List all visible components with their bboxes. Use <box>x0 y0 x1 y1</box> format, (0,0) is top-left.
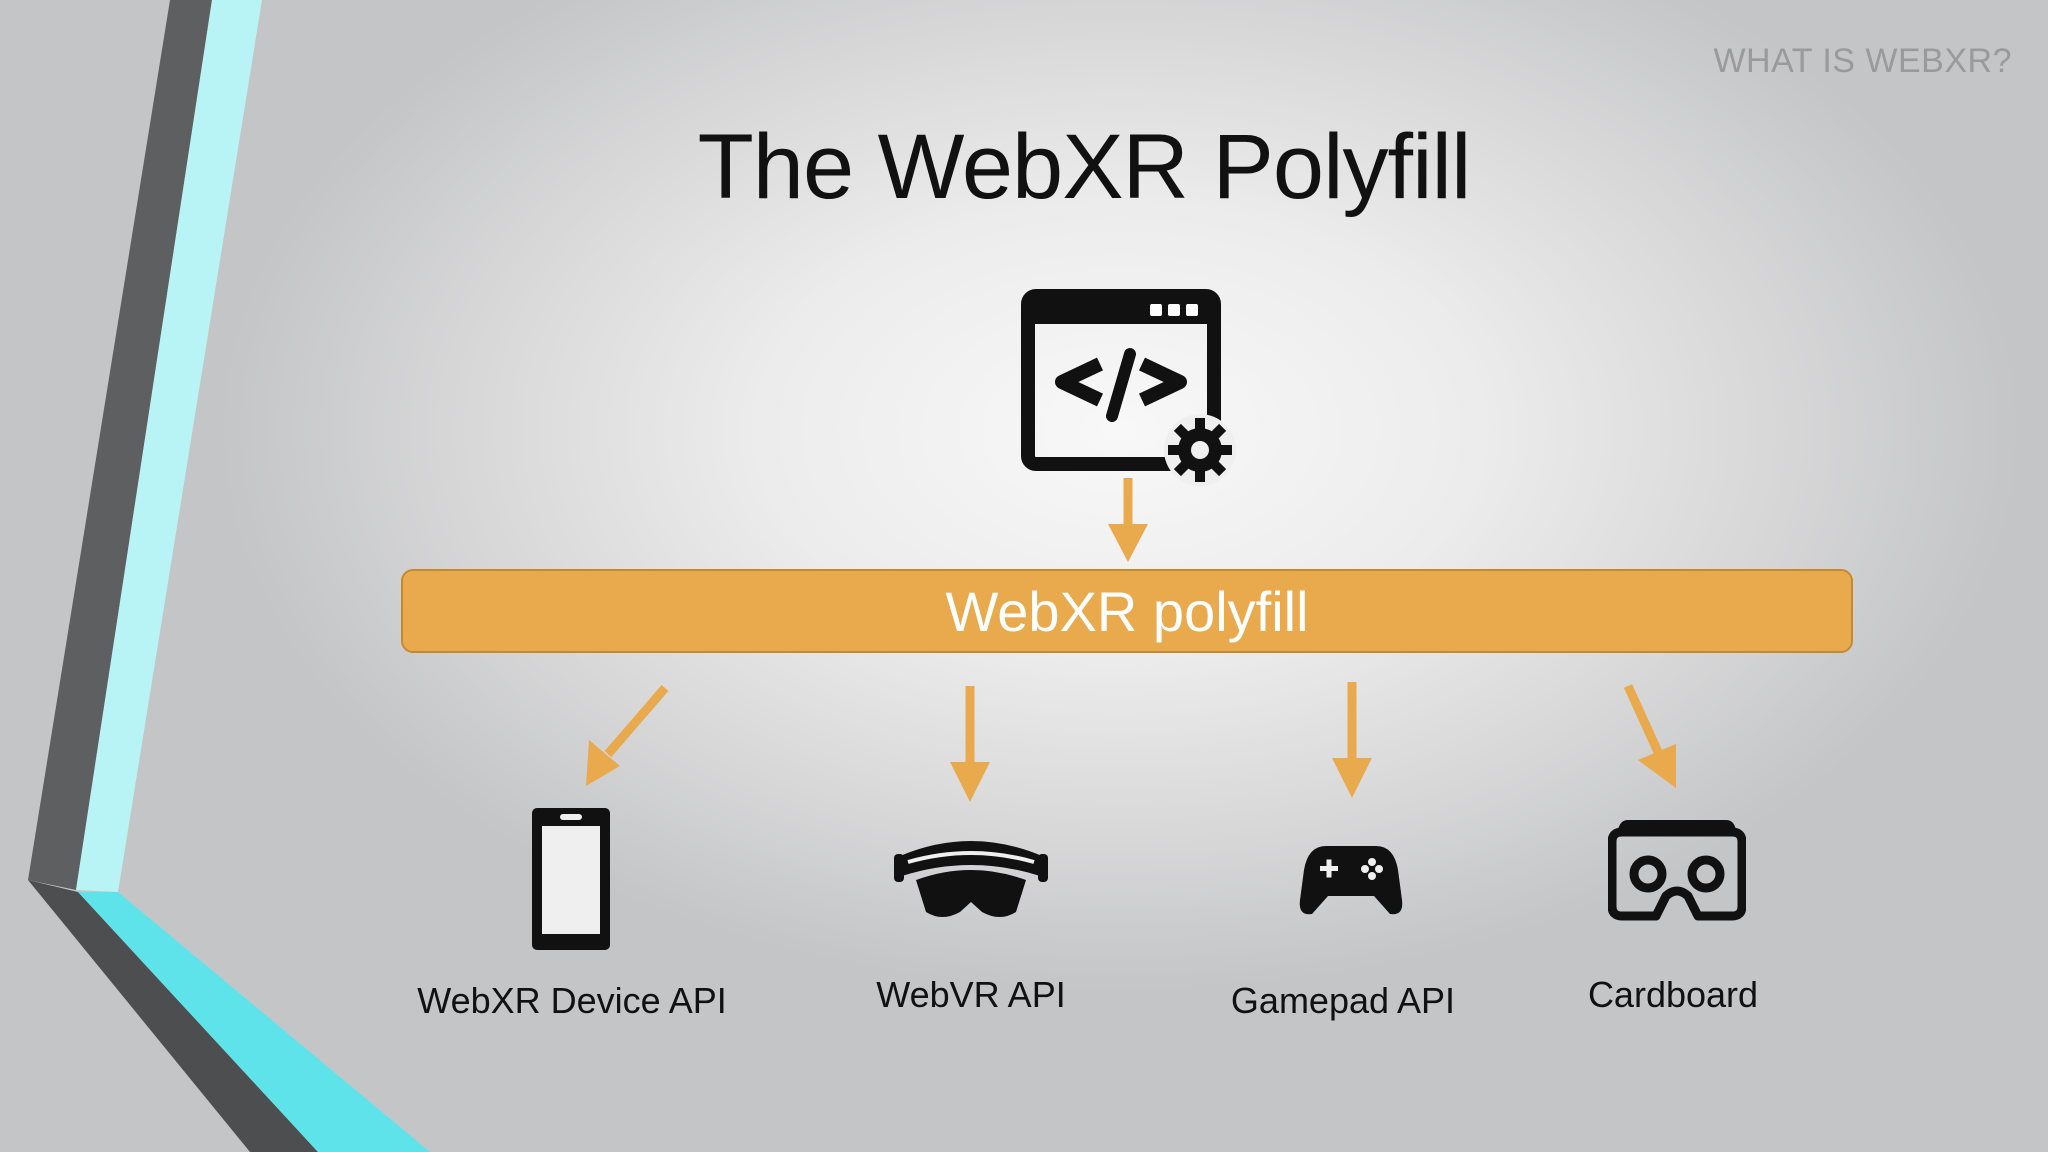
stripe-dark-gray <box>28 0 212 890</box>
stripe-diagonal-dark <box>28 880 318 1152</box>
slide-title: The WebXR Polyfill <box>697 116 1472 218</box>
stripe-light-cyan <box>76 0 262 892</box>
target-label-gamepad-api: Gamepad API <box>1230 980 1456 1021</box>
arrow-to-gamepad-api <box>1332 682 1372 798</box>
webxr-polyfill-label: WebXR polyfill <box>945 579 1309 643</box>
arrow-to-webvr-api <box>950 686 990 802</box>
stripe-diagonal-cyan <box>78 892 430 1152</box>
arrow-to-device-api <box>586 685 669 786</box>
arrow-down-to-polyfill <box>1108 478 1148 562</box>
target-label-webvr-api: WebVR API <box>876 974 1066 1015</box>
gamepad-icon <box>1299 846 1403 915</box>
section-label: WHAT IS WEBXR? <box>1713 42 2012 80</box>
arrow-to-cardboard <box>1623 684 1676 788</box>
vr-headset-icon <box>894 841 1048 917</box>
code-window-gear-icon <box>1021 289 1236 486</box>
webxr-polyfill-bar: WebXR polyfill <box>401 569 1853 653</box>
target-label-cardboard: Cardboard <box>1587 974 1759 1015</box>
smartphone-icon <box>532 808 610 950</box>
cardboard-viewer-icon <box>1608 820 1746 921</box>
target-label-webxr-device-api: WebXR Device API <box>417 980 727 1021</box>
